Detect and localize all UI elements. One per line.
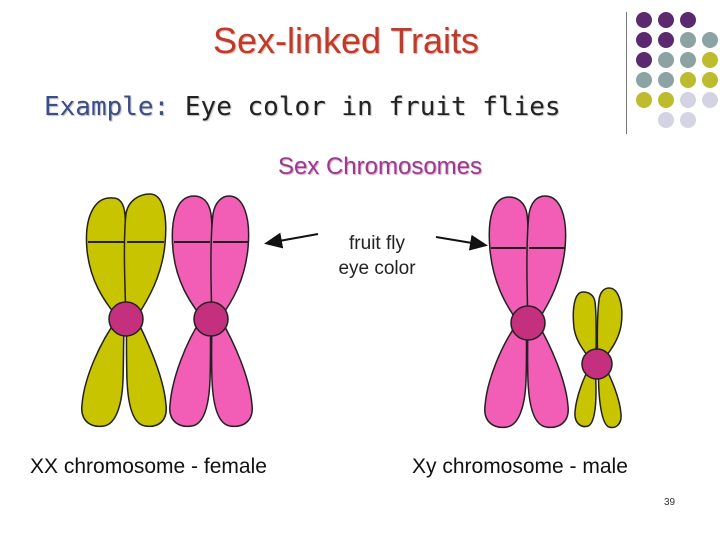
subtitle-label: Example: [44, 92, 170, 122]
deco-dot [702, 92, 718, 108]
arrow-to-male-band [435, 234, 488, 251]
deco-dot [658, 92, 674, 108]
annotation-line-1: fruit fly [349, 233, 405, 254]
deco-dot [658, 32, 674, 48]
chromatid [596, 287, 623, 429]
deco-dot [658, 12, 674, 28]
female-yellow-x-chromosome [81, 193, 167, 428]
deco-dot [658, 72, 674, 88]
deco-dot [680, 112, 696, 128]
centromere [193, 301, 229, 337]
subtitle: Example: Eye color in fruit flies [44, 92, 561, 122]
deco-dot [702, 72, 718, 88]
centromere [510, 305, 546, 341]
chromatid [526, 195, 569, 429]
subtitle-text: Eye color in fruit flies [169, 92, 561, 122]
deco-dot [680, 32, 696, 48]
centromere [108, 301, 144, 337]
male-pink-x-chromosome [484, 195, 569, 429]
annotation-line-2: eye color [338, 258, 416, 279]
slide-title: Sex-linked Traits [212, 20, 480, 61]
page-number: 39 [664, 497, 676, 508]
male-yellow-y-chromosome [572, 287, 623, 429]
male-caption: Xy chromosome - male [412, 455, 628, 478]
deco-dot [658, 112, 674, 128]
chromatid [123, 193, 167, 428]
deco-dot [636, 32, 652, 48]
arrow-to-female-band [264, 232, 319, 249]
deco-dot [636, 12, 652, 28]
deco-dot [680, 12, 696, 28]
chromatid [210, 195, 253, 428]
deco-dot [636, 72, 652, 88]
section-heading: Sex Chromosomes [277, 153, 483, 180]
deco-dot [680, 92, 696, 108]
deco-dot [702, 52, 718, 68]
deco-dot [680, 52, 696, 68]
deco-dot [658, 52, 674, 68]
female-pink-x-chromosome [169, 195, 253, 428]
decorative-divider [626, 12, 627, 134]
chromatid [572, 291, 597, 428]
deco-dot [636, 92, 652, 108]
deco-dot [636, 52, 652, 68]
female-caption: XX chromosome - female [30, 455, 267, 478]
deco-dot [702, 32, 718, 48]
deco-dot [680, 72, 696, 88]
gene-annotation: fruit fly eye color [318, 231, 436, 281]
centromere [581, 348, 613, 380]
